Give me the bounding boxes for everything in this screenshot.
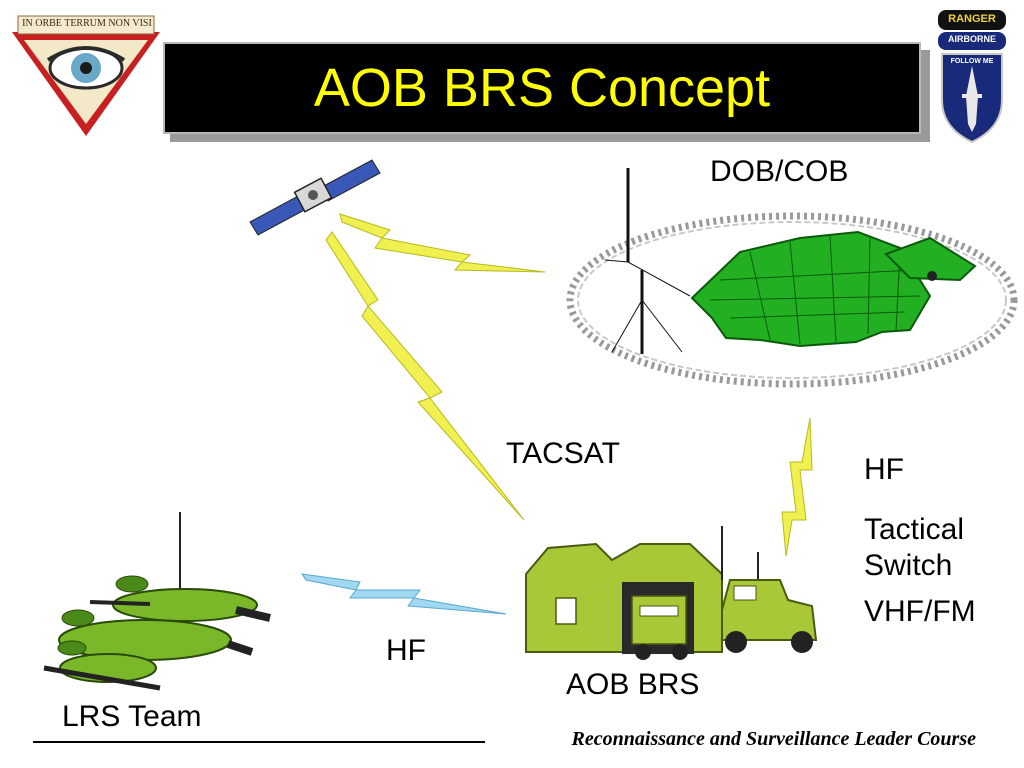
footer-divider <box>33 741 485 743</box>
humvee-icon <box>721 579 818 653</box>
hf-left-label: HF <box>386 634 426 667</box>
left-emblem-icon <box>12 15 160 136</box>
hf-link-bolt <box>300 573 507 615</box>
lrs-team-soldiers-icon <box>43 512 271 691</box>
page-title: AOB BRS Concept <box>313 58 771 118</box>
aob-brs-label: AOB BRS <box>566 668 700 701</box>
hf-vertical-link-bolt <box>781 417 813 557</box>
concertina-wire-perimeter <box>566 212 1018 388</box>
hf-right-label: HF <box>864 453 904 486</box>
right-emblem-icon <box>938 10 1006 144</box>
tacsat-link-bolt <box>325 231 525 521</box>
satellite-icon <box>249 159 381 236</box>
ranger-tab-label: RANGER <box>948 13 996 25</box>
right-comms-labels: HF Tactical Switch VHF/FM <box>864 452 976 630</box>
title-banner: AOB BRS Concept <box>163 42 921 134</box>
vhf-fm-label: VHF/FM <box>864 595 976 628</box>
left-emblem-motto: IN ORBE TERRUM NON VISI <box>22 18 152 29</box>
tacsat-link-upper-bolt <box>339 213 546 273</box>
follow-me-label: FOLLOW ME <box>950 58 994 65</box>
tactical-switch-label-line1: Tactical <box>864 513 965 546</box>
lrs-team-label: LRS Team <box>62 700 202 733</box>
tactical-switch-label-line2: Switch <box>864 549 953 582</box>
footer-course-name: Reconnaissance and Surveillance Leader C… <box>571 728 976 750</box>
antenna-tower-icon <box>604 168 691 354</box>
dob-cob-label: DOB/COB <box>710 155 849 188</box>
airborne-tab-label: AIRBORNE <box>947 34 996 44</box>
dob-cob-tent-icon <box>690 230 977 348</box>
tacsat-label: TACSAT <box>506 437 620 470</box>
aob-brs-shelter-icon <box>525 526 759 660</box>
